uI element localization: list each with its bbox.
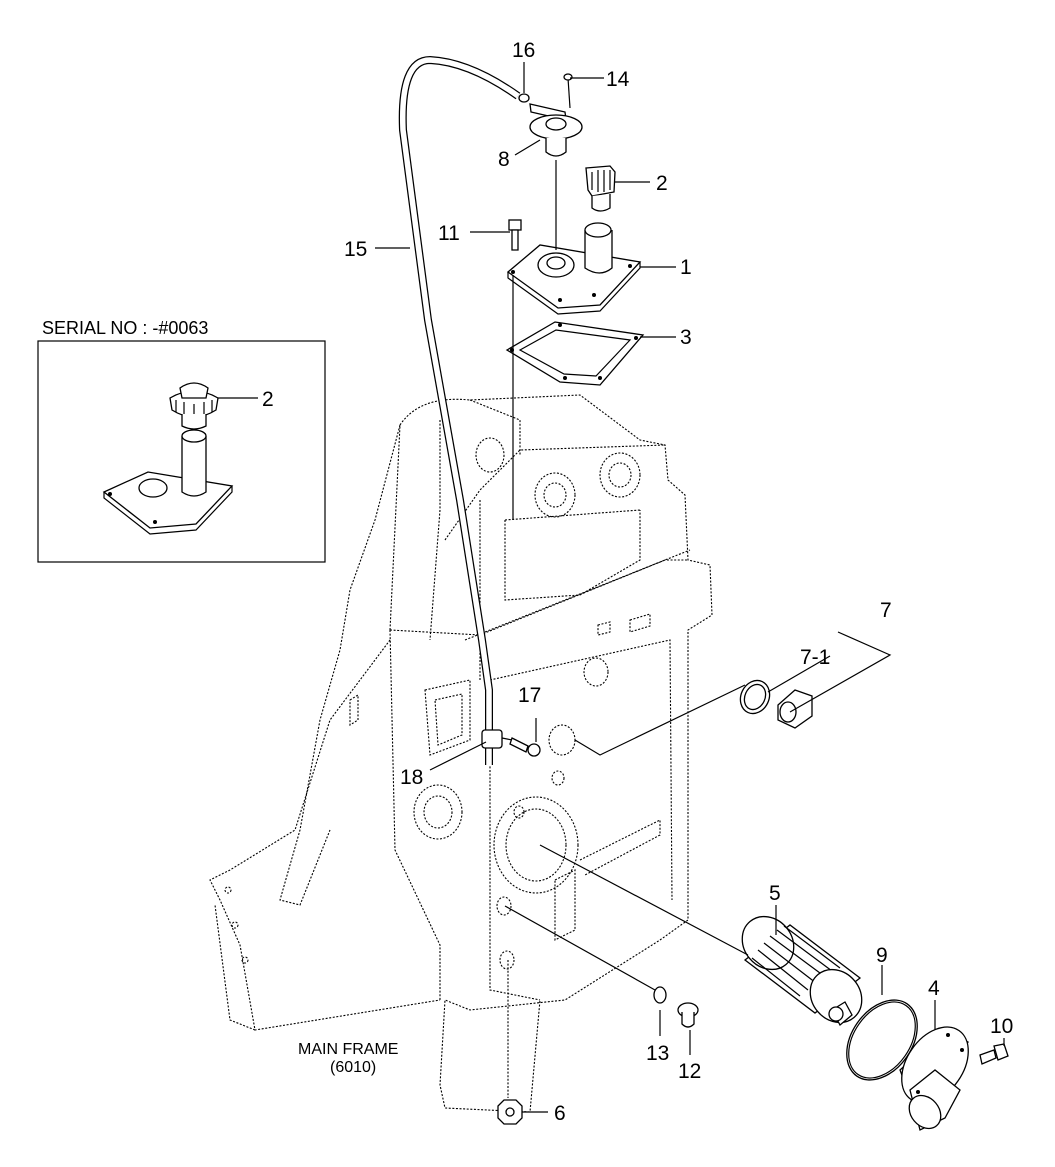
- flange-bolt: [979, 1043, 1009, 1065]
- callout-3: 3: [680, 326, 692, 349]
- callout-10: 10: [990, 1015, 1013, 1038]
- callout-18: 18: [400, 766, 423, 789]
- filter-cover-flange: [899, 1026, 969, 1131]
- tube-clamp: [481, 729, 513, 749]
- callout-15: 15: [344, 238, 367, 261]
- drain-plug: [677, 1002, 699, 1028]
- adapter-screw: [563, 73, 573, 109]
- leader-lines: [218, 62, 1005, 1113]
- callout-12: 12: [678, 1060, 701, 1083]
- callout-16: 16: [512, 39, 535, 62]
- callout-7: 7: [880, 599, 892, 622]
- callout-8: 8: [498, 148, 510, 171]
- serial-inset: [37, 340, 326, 563]
- callout-7-1: 7-1: [800, 646, 830, 669]
- small-o-ring: [518, 93, 530, 103]
- callout-9: 9: [876, 944, 888, 967]
- callout-5: 5: [769, 882, 781, 905]
- callout-11: 11: [438, 222, 460, 245]
- main-frame-ref: (6010): [330, 1059, 376, 1076]
- callout-6: 6: [554, 1102, 566, 1125]
- filler-cap: [585, 165, 616, 212]
- plug-o-ring: [653, 986, 667, 1004]
- cover-gasket: [505, 321, 645, 386]
- callout-17: 17: [518, 684, 541, 707]
- tube-adapter: [529, 103, 583, 157]
- callout-2-inset: 2: [262, 388, 274, 411]
- callout-13: 13: [646, 1042, 669, 1065]
- callout-1: 1: [680, 256, 692, 279]
- callout-4: 4: [928, 977, 940, 1000]
- drain-nut: [497, 1099, 523, 1125]
- cover-bolt: [508, 219, 522, 251]
- plug-assembly: [739, 679, 813, 729]
- callout-14: 14: [606, 68, 630, 91]
- main-frame-label: MAIN FRAME: [298, 1041, 398, 1058]
- serial-note: SERIAL NO : -#0063: [42, 318, 208, 338]
- suction-filter: [741, 915, 863, 1027]
- tank-cover-plate: [506, 222, 642, 315]
- callout-2: 2: [656, 172, 668, 195]
- clamp-bolt: [509, 737, 541, 757]
- main-frame-outline: [209, 394, 713, 1113]
